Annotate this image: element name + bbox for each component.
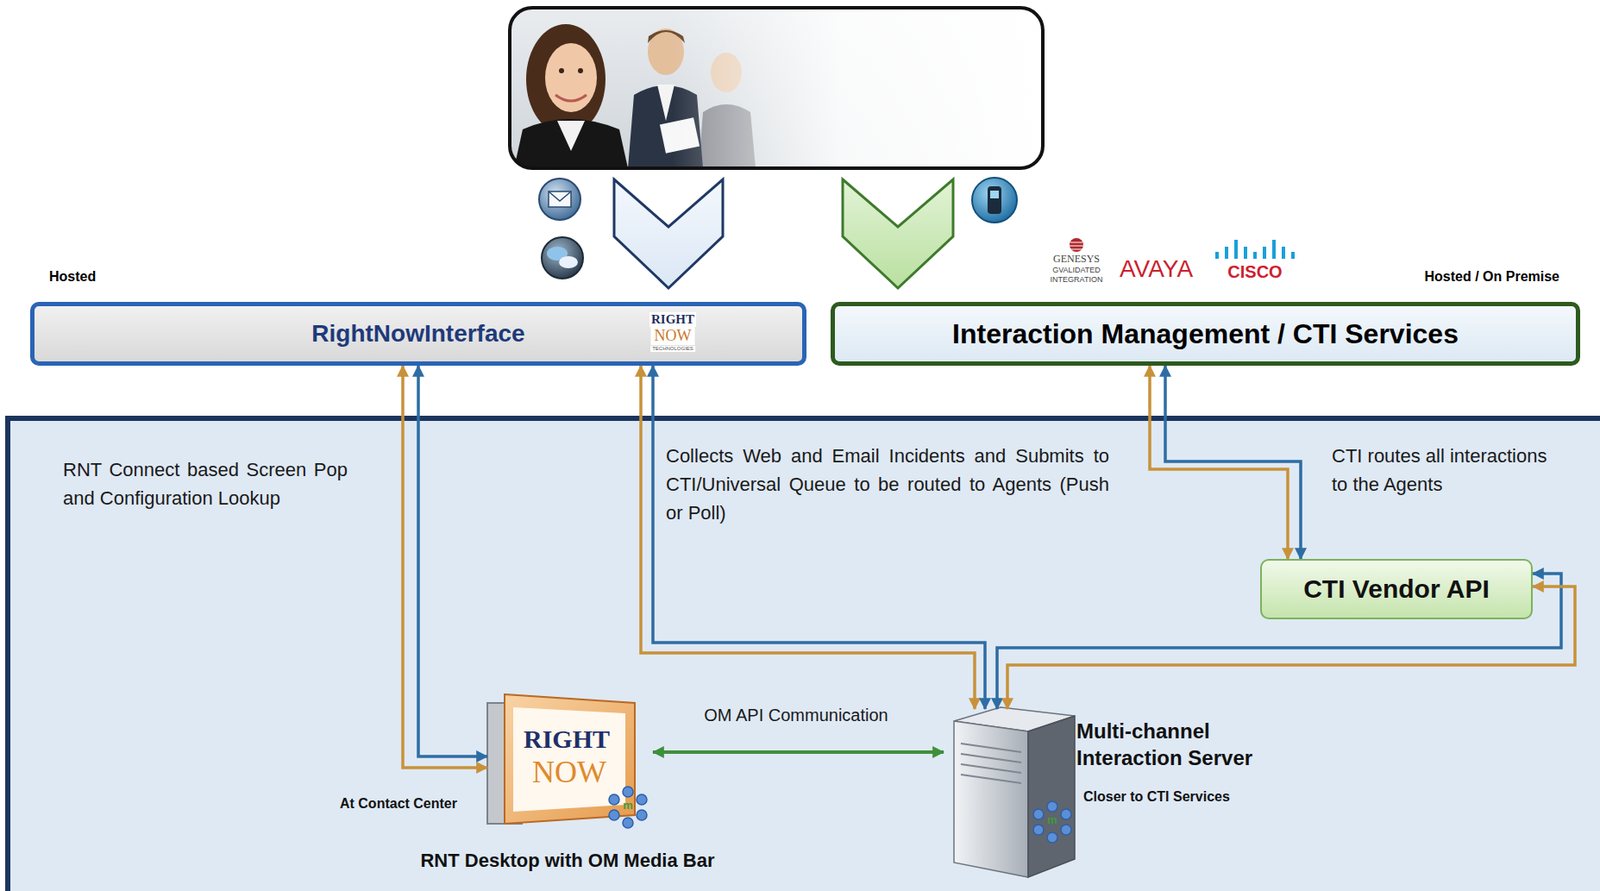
art-shape — [545, 43, 597, 113]
connector — [1149, 365, 1301, 559]
server-node: Multi-channel Interaction ServerCloser t… — [953, 709, 1077, 878]
art-shape — [960, 743, 1022, 784]
art-shape — [636, 809, 647, 821]
node-title: RightNowInterface — [311, 320, 525, 348]
art-shape — [1224, 246, 1229, 259]
email-icon — [539, 178, 581, 220]
people-photo — [509, 7, 1043, 169]
art-shape — [1281, 246, 1286, 259]
art-shape — [577, 68, 584, 74]
connector — [652, 752, 944, 753]
art-shape — [1060, 809, 1072, 820]
connector-label: RNT Connect based Screen Pop and Configu… — [62, 455, 348, 513]
art-shape — [608, 794, 620, 805]
art-shape — [990, 190, 999, 199]
photo-frame — [509, 7, 1043, 169]
media-bar-dots — [1033, 801, 1072, 843]
desktop-icon — [487, 694, 635, 824]
art-shape — [548, 191, 571, 201]
art-shape — [1069, 238, 1084, 252]
vendor-logo: INTEGRATION — [1050, 275, 1104, 284]
art-shape — [657, 84, 675, 121]
art-shape — [1033, 824, 1044, 835]
art-shape — [608, 809, 620, 821]
connector-line — [640, 365, 975, 710]
product-logo: TECHNOLOGIES — [650, 345, 696, 352]
art-shape — [622, 817, 634, 829]
hosting-note: Hosted / On Premise — [1424, 269, 1561, 285]
node-note: At Contact Center — [339, 796, 458, 812]
art-shape — [1234, 239, 1238, 259]
node-note: Closer to CTI Services — [1083, 789, 1230, 805]
art-shape — [504, 694, 635, 824]
connector — [402, 365, 488, 768]
art-shape — [672, 7, 1043, 169]
cti-service-box: Interaction Management / CTI Services — [830, 301, 1581, 366]
vendor-logo: GENESYS — [1053, 253, 1100, 266]
product-logo: NOW — [532, 754, 607, 791]
art-shape — [526, 24, 606, 135]
art-shape — [509, 7, 1043, 169]
cisco-bars — [1215, 239, 1295, 259]
product-logo: NOW — [651, 326, 696, 346]
art-shape — [1069, 242, 1084, 250]
api-box: CTI Vendor API — [1260, 558, 1533, 620]
art-shape — [1033, 809, 1044, 820]
media-bar-dots — [608, 786, 647, 829]
connector — [640, 365, 986, 710]
art-shape — [1272, 239, 1276, 259]
vendor-logo: GVALIDATED — [1052, 265, 1101, 275]
art-shape — [1047, 801, 1058, 812]
art-shape — [548, 191, 571, 208]
connector-label: OM API Communication — [703, 705, 888, 726]
art-shape — [558, 68, 565, 74]
vendor-logo: CISCO — [1227, 262, 1282, 283]
art-shape — [972, 177, 1017, 223]
chat-icon — [541, 237, 584, 279]
connector-line — [418, 365, 488, 757]
system-panel — [7, 418, 1600, 891]
connector-line — [652, 750, 944, 754]
art-shape — [558, 256, 578, 269]
connector-line — [1165, 365, 1301, 559]
art-shape — [1262, 246, 1267, 259]
connector-line — [402, 365, 488, 768]
connector-label: CTI routes all interactions to the Agent… — [1331, 441, 1548, 499]
art-shape — [539, 178, 581, 220]
art-shape — [555, 94, 587, 101]
genesys-mark — [1069, 238, 1084, 252]
art-shape — [1047, 832, 1058, 843]
node-title: Interaction Management / CTI Services — [952, 318, 1459, 351]
product-logo: RIGHT — [523, 724, 610, 755]
connector-line — [652, 365, 986, 710]
art-shape — [987, 186, 1002, 214]
channel-chevron — [842, 179, 954, 289]
art-shape — [514, 119, 628, 169]
art-shape — [1243, 246, 1248, 259]
server-icon — [953, 707, 1075, 878]
node-title: CTI Vendor API — [1303, 574, 1490, 604]
art-shape — [1215, 251, 1219, 259]
art-shape — [622, 786, 634, 797]
art-shape — [513, 707, 626, 812]
art-shape — [1060, 824, 1072, 835]
vendor-logo: AVAYA — [1119, 255, 1193, 283]
node-title: RNT Desktop with OM Media Bar — [420, 849, 715, 873]
phone-icon — [972, 177, 1017, 223]
art-shape — [541, 237, 584, 279]
art-shape — [953, 721, 1029, 878]
art-shape — [1253, 251, 1257, 259]
connector-label: Collects Web and Email Incidents and Sub… — [665, 441, 1110, 528]
hosting-note: Hosted — [49, 269, 96, 285]
art-shape — [1028, 715, 1075, 878]
channel-chevron — [614, 179, 723, 289]
media-bar-mark: m — [1047, 814, 1058, 828]
media-bar-mark: m — [622, 799, 634, 813]
product-logo: RIGHT — [649, 312, 697, 327]
art-shape — [636, 794, 647, 805]
node-title: Multi-channel Interaction Server — [1076, 717, 1310, 772]
art-shape — [1291, 251, 1295, 259]
art-shape — [557, 120, 585, 151]
